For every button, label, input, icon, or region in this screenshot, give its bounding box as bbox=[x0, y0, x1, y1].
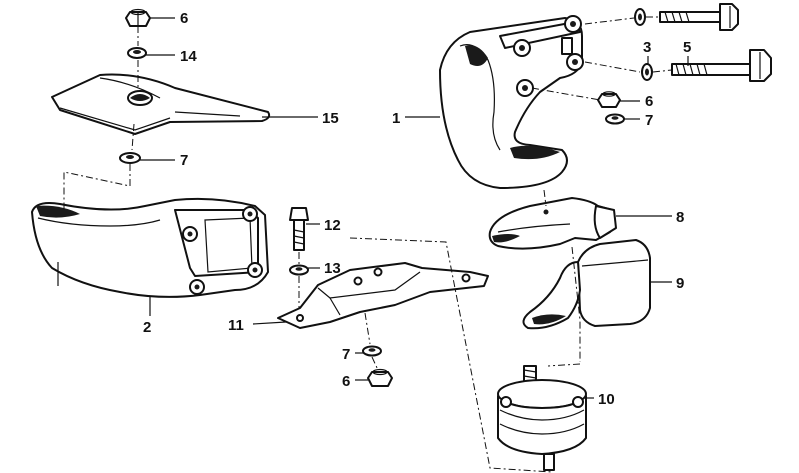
washer-7-center bbox=[362, 345, 382, 357]
washer-upper-right bbox=[634, 8, 646, 26]
callout-6-center: 6 bbox=[342, 373, 350, 390]
callout-3: 3 bbox=[643, 39, 651, 56]
callout-6-top-left: 6 bbox=[180, 10, 188, 27]
callout-2: 2 bbox=[143, 319, 151, 336]
bolt-upper-right bbox=[659, 3, 739, 31]
engine-support-bracket-2 bbox=[31, 197, 269, 298]
callout-15: 15 bbox=[322, 110, 339, 127]
bracket-plate-15 bbox=[51, 73, 271, 135]
rubber-mount-10 bbox=[497, 365, 587, 471]
hex-nut-top-left bbox=[125, 8, 151, 27]
callout-7-center: 7 bbox=[342, 346, 350, 363]
callout-11: 11 bbox=[228, 317, 244, 334]
callout-12: 12 bbox=[324, 217, 341, 234]
mount-cover-9 bbox=[522, 239, 651, 330]
engine-mount-bracket-1 bbox=[439, 15, 584, 189]
callout-9: 9 bbox=[676, 275, 684, 292]
callout-14: 14 bbox=[180, 48, 197, 65]
washer-3 bbox=[641, 63, 653, 81]
washer-13 bbox=[289, 264, 309, 276]
crossmember-bracket-11 bbox=[277, 262, 489, 329]
callout-10: 10 bbox=[598, 391, 615, 408]
hex-nut-right bbox=[597, 91, 621, 108]
washer-7-right bbox=[605, 113, 625, 125]
heat-shield-8 bbox=[488, 197, 617, 250]
callout-6-right: 6 bbox=[645, 93, 653, 110]
washer-14 bbox=[127, 47, 147, 59]
callout-8: 8 bbox=[676, 209, 684, 226]
callout-7-left: 7 bbox=[180, 152, 188, 169]
washer-7-left bbox=[119, 152, 141, 164]
bolt-5 bbox=[671, 49, 772, 82]
callout-5: 5 bbox=[683, 39, 691, 56]
callout-13: 13 bbox=[324, 260, 341, 277]
callout-7-right: 7 bbox=[645, 112, 653, 129]
bolt-12 bbox=[289, 207, 309, 251]
hex-nut-center bbox=[367, 368, 393, 387]
callout-1: 1 bbox=[392, 110, 400, 127]
